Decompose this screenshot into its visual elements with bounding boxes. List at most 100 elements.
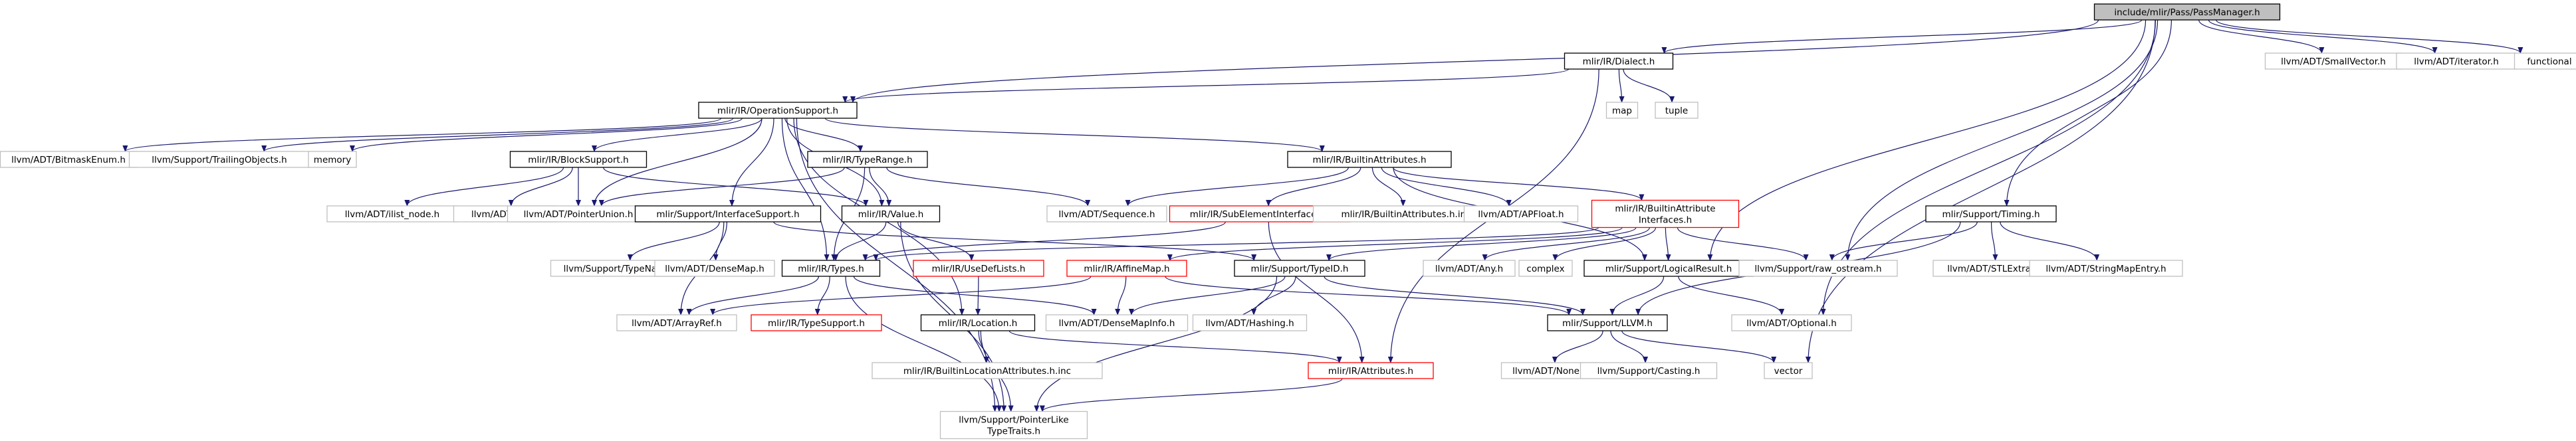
edge-builtinattrif-to-types <box>873 226 1599 261</box>
node-box <box>1564 52 1674 70</box>
node-rawostream: llvm/Support/raw_ostream.h <box>1738 260 1898 277</box>
node-vector: vector <box>1764 362 1813 379</box>
edge-value-to-types <box>833 221 887 261</box>
edge-ifacesupport-to-typename <box>627 221 720 261</box>
node-usedeflists[interactable]: mlir/IR/UseDefLists.h <box>913 260 1044 277</box>
node-attributes[interactable]: mlir/IR/Attributes.h <box>1308 362 1434 379</box>
node-label: mlir/IR/Dialect.h <box>1583 56 1655 67</box>
edge-builtinattrif-to-rawostream <box>1677 227 1809 261</box>
edge-typeid-to-llvmsupport <box>1324 276 1585 315</box>
node-arrayref: llvm/ADT/ArrayRef.h <box>616 314 737 331</box>
node-label: mlir/IR/Location.h <box>939 318 1018 329</box>
node-typerange[interactable]: mlir/IR/TypeRange.h <box>807 151 928 168</box>
node-bitmaskenum: llvm/ADT/BitmaskEnum.h <box>0 151 138 168</box>
node-typeid[interactable]: mlir/Support/TypeID.h <box>1234 260 1365 277</box>
node-box <box>1738 260 1898 277</box>
node-label: llvm/ADT/SmallVector.h <box>2281 56 2386 67</box>
node-value[interactable]: mlir/IR/Value.h <box>841 205 941 222</box>
node-box <box>1287 151 1452 168</box>
node-timing[interactable]: mlir/Support/Timing.h <box>1925 205 2057 222</box>
node-any: llvm/ADT/Any.h <box>1423 260 1516 277</box>
node-label: llvm/ADT/Sequence.h <box>1058 209 1155 220</box>
node-opsupport[interactable]: mlir/IR/OperationSupport.h <box>698 102 858 119</box>
edge-attributes-to-pointerlike <box>1040 378 1343 412</box>
edge-timing-to-stlextras <box>1990 221 1998 261</box>
node-box <box>1764 362 1813 379</box>
node-memory: memory <box>308 151 357 168</box>
node-box <box>1925 205 2057 222</box>
node-label: mlir/IR/BuiltinAttributes.h.inc <box>1341 209 1470 220</box>
node-smallvector: llvm/ADT/SmallVector.h <box>2264 52 2402 70</box>
edge-root-to-logicalresult <box>1707 19 2147 261</box>
edge-opsupport-to-pointerunion <box>592 118 762 207</box>
node-box <box>2093 3 2281 21</box>
node-dialect[interactable]: mlir/IR/Dialect.h <box>1564 52 1674 70</box>
node-builtinattrs[interactable]: mlir/IR/BuiltinAttributes.h <box>1287 151 1452 168</box>
node-box <box>1423 260 1516 277</box>
node-label: vector <box>1774 366 1803 377</box>
edge-root-to-rawostream <box>1845 19 2159 261</box>
edge-opsupport-to-blocksupport <box>592 118 762 152</box>
node-logicalresult[interactable]: mlir/Support/LogicalResult.h <box>1583 260 1754 277</box>
node-label: mlir/IR/UseDefLists.h <box>932 264 1026 274</box>
node-box <box>308 151 357 168</box>
node-types[interactable]: mlir/IR/Types.h <box>781 260 881 277</box>
node-label: llvm/ADT/STLExtras.h <box>1947 264 2044 274</box>
node-apfloat: llvm/ADT/APFloat.h <box>1463 205 1579 222</box>
edge-builtinattrif-to-complex <box>1552 227 1657 261</box>
node-label: mlir/IR/SubElementInterfaces.h <box>1190 209 1330 220</box>
node-stringmapentry: llvm/ADT/StringMapEntry.h <box>2029 260 2183 277</box>
node-label: llvm/ADT/None.h <box>1512 366 1588 377</box>
edge-dialect-to-tuple <box>1623 68 1675 103</box>
node-sequence: llvm/ADT/Sequence.h <box>1046 205 1167 222</box>
node-optional: llvm/ADT/Optional.h <box>1731 314 1852 331</box>
edge-affinemap-to-densemapinfo <box>1115 276 1127 315</box>
node-box <box>841 205 941 222</box>
node-label: mlir/Support/InterfaceSupport.h <box>656 209 799 220</box>
node-box <box>1605 102 1639 119</box>
node-label: TypeTraits.h <box>987 426 1040 437</box>
edge-llvmsupport-to-none <box>1552 330 1603 363</box>
node-label: mlir/Support/LLVM.h <box>1562 318 1653 329</box>
node-label: llvm/ADT/Hashing.h <box>1205 318 1294 329</box>
node-label: include/mlir/Pass/PassManager.h <box>2114 7 2260 18</box>
node-label: tuple <box>1665 106 1688 116</box>
node-typesupport[interactable]: mlir/IR/TypeSupport.h <box>751 314 882 331</box>
node-densemapinfo: llvm/ADT/DenseMapInfo.h <box>1045 314 1189 331</box>
edge-typerange-to-pointerunion <box>598 167 845 207</box>
node-functional: functional <box>2514 52 2576 70</box>
node-box <box>1066 260 1187 277</box>
node-box <box>781 260 881 277</box>
node-root: include/mlir/Pass/PassManager.h <box>2093 3 2281 21</box>
node-ifacesupport[interactable]: mlir/Support/InterfaceSupport.h <box>634 205 822 222</box>
node-box <box>326 205 458 222</box>
edge-root-to-smallvector <box>2198 19 2325 54</box>
edge-opsupport-to-trailingobjects <box>261 118 734 152</box>
node-label: llvm/ADT/DenseMap.h <box>665 264 764 274</box>
edge-builtinattrif-to-affinemap <box>1167 226 1623 261</box>
node-label: mlir/IR/BuiltinAttribute <box>1615 204 1715 215</box>
node-location[interactable]: mlir/IR/Location.h <box>920 314 1036 331</box>
node-label: llvm/ADT/BitmaskEnum.h <box>11 155 126 165</box>
node-box <box>1308 362 1434 379</box>
node-llvmsupport[interactable]: mlir/Support/LLVM.h <box>1547 314 1668 331</box>
node-label: llvm/ADT/Optional.h <box>1746 318 1837 329</box>
node-blocksupport[interactable]: mlir/IR/BlockSupport.h <box>509 151 647 168</box>
edge-blocksupport-to-ilist <box>508 167 573 207</box>
node-label: llvm/ADT/Any.h <box>1435 264 1503 274</box>
node-box <box>913 260 1044 277</box>
node-trailingobjects: llvm/Support/TrailingObjects.h <box>128 151 310 168</box>
node-affinemap[interactable]: mlir/IR/AffineMap.h <box>1066 260 1187 277</box>
edge-opsupport-to-bitmaskenum <box>122 118 722 152</box>
edge-root-to-optional <box>1820 19 2156 315</box>
node-box <box>1045 314 1189 331</box>
node-label: llvm/Support/Casting.h <box>1597 366 1700 377</box>
node-label: Interfaces.h <box>1639 215 1692 226</box>
node-box <box>1234 260 1365 277</box>
edge-affinemap-to-llvmsupport <box>1165 276 1572 315</box>
node-box <box>0 151 138 168</box>
node-label: llvm/ADT/iterator.h <box>2414 56 2499 67</box>
node-complex: complex <box>1518 260 1573 277</box>
